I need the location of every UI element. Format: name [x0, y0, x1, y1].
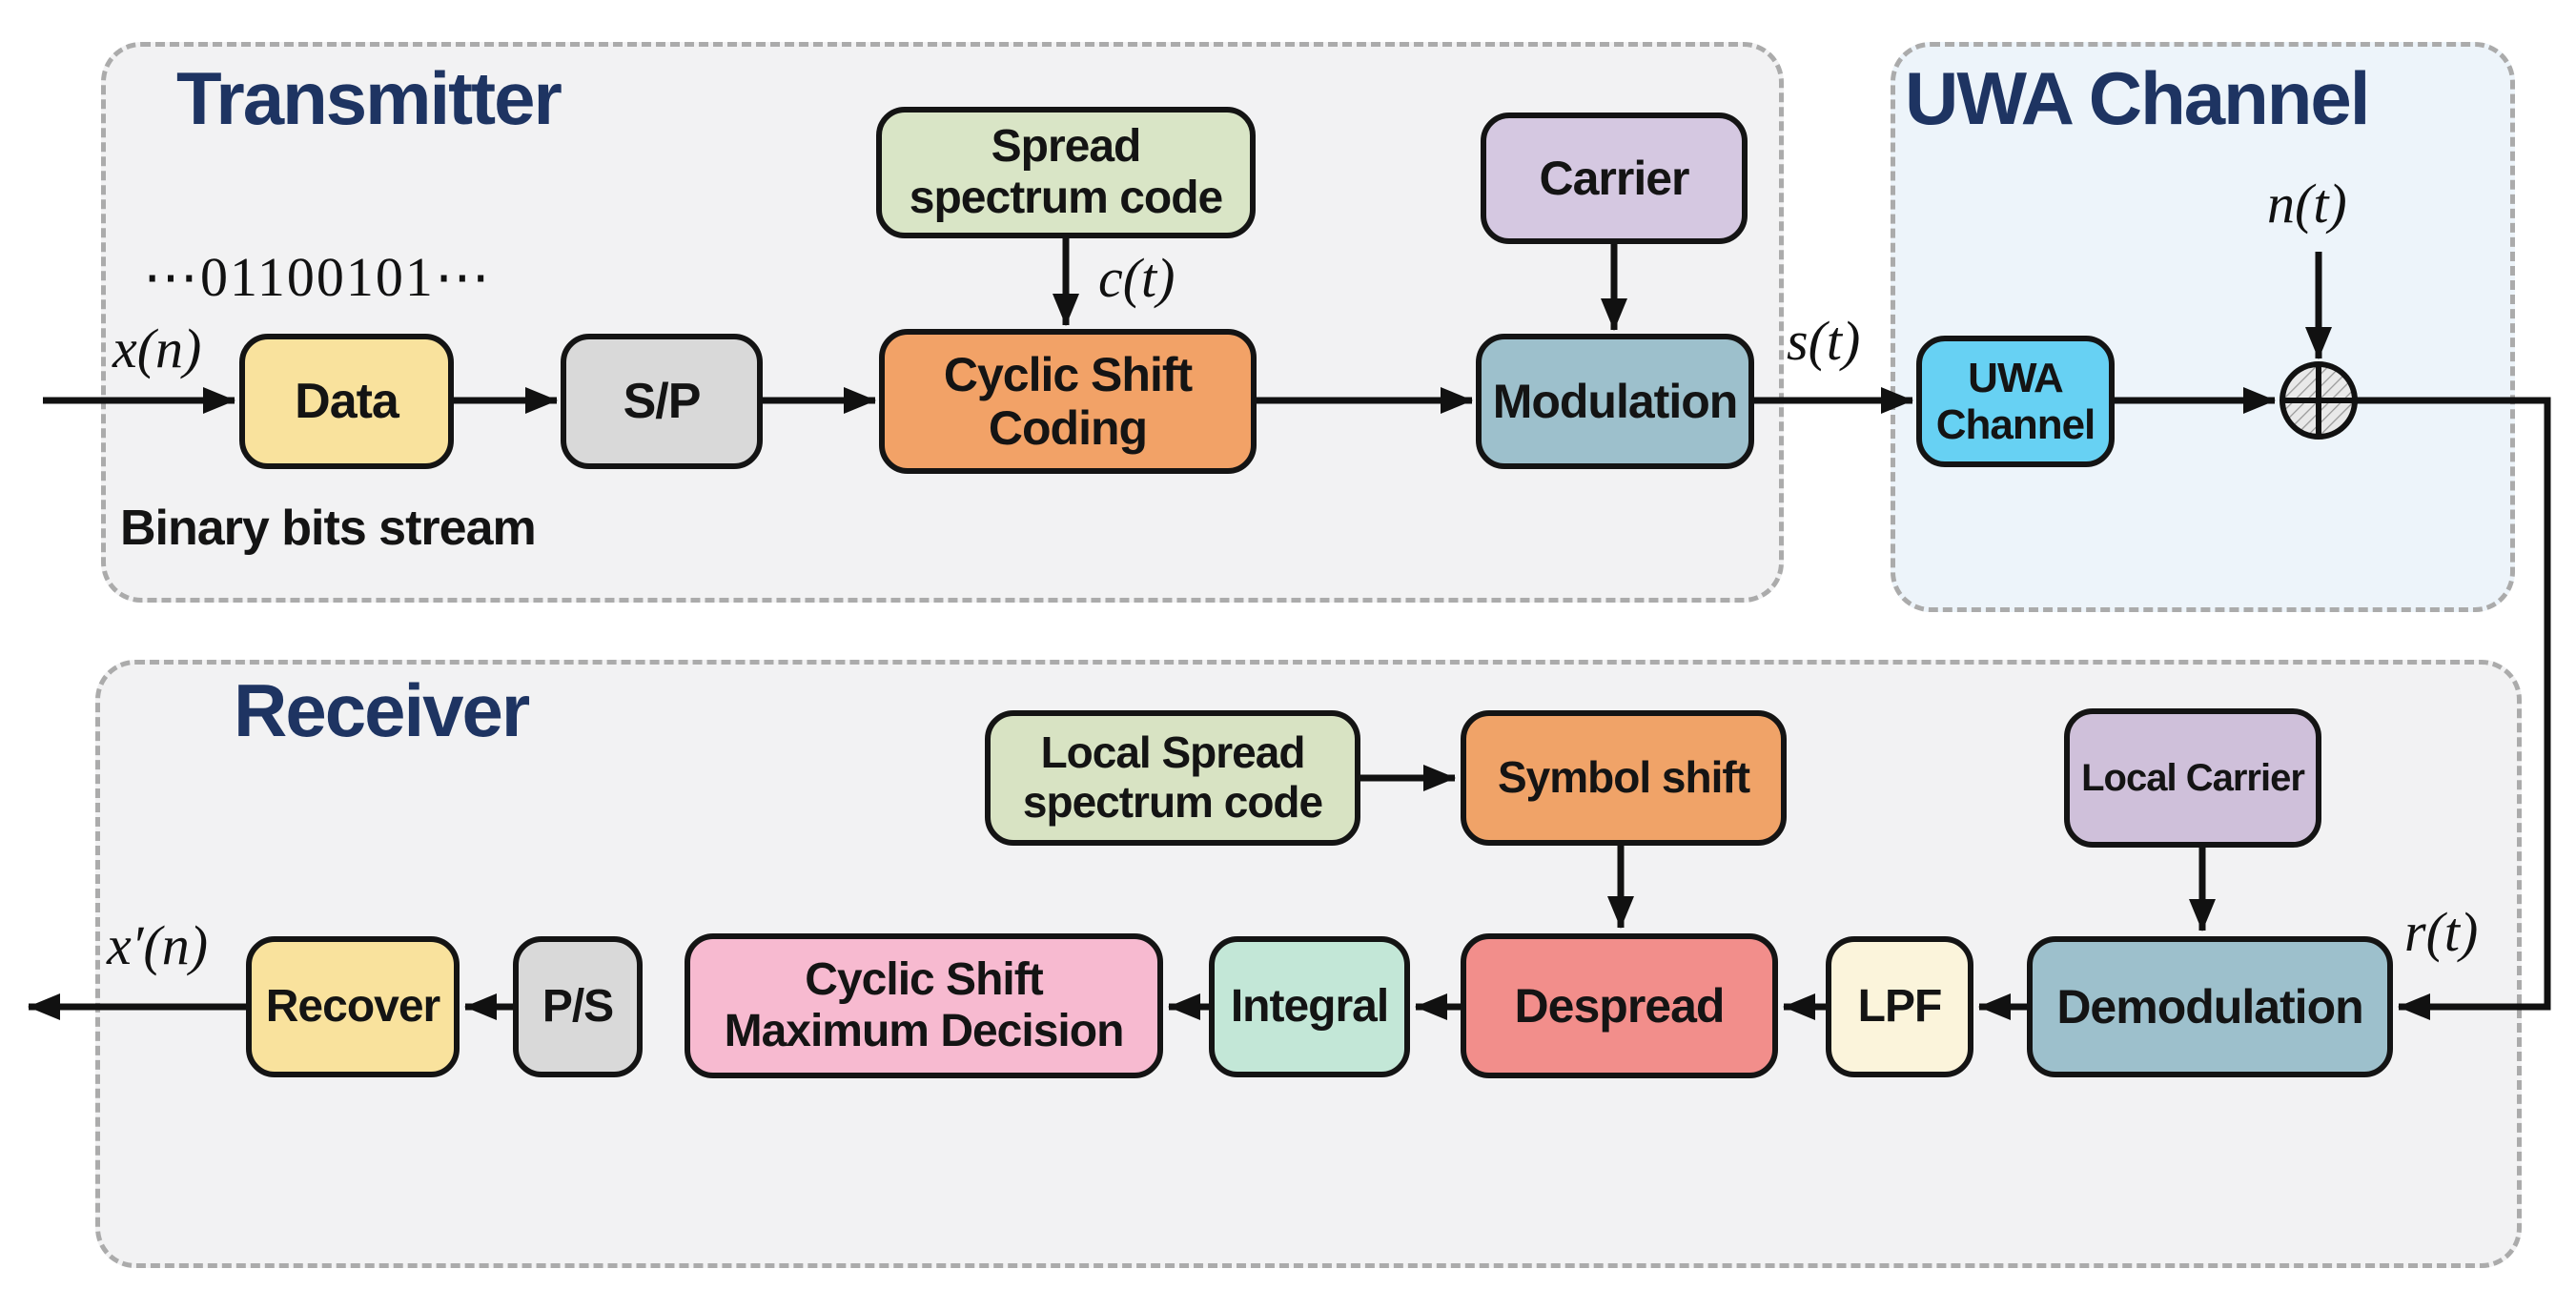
carrier-block: Carrier	[1481, 113, 1748, 244]
sent-signal-label: s(t)	[1787, 310, 1861, 372]
code-signal-label: c(t)	[1098, 247, 1176, 309]
binary-bits-stream-caption: Binary bits stream	[120, 501, 537, 556]
cyclic-shift-coding-block: Cyclic Shift Coding	[879, 329, 1257, 474]
parallel-to-serial-block: P/S	[513, 936, 643, 1077]
connector-adder-to-demodulation	[2355, 397, 2551, 1020]
demodulation-block: Demodulation	[2027, 936, 2393, 1077]
lpf-block: LPF	[1826, 936, 1973, 1077]
binary-stream-text: ⋯01100101⋯	[143, 246, 492, 308]
serial-to-parallel-block: S/P	[561, 334, 763, 469]
integral-block: Integral	[1209, 936, 1410, 1077]
output-signal-label: x′(n)	[107, 914, 209, 976]
uwa-channel-title: UWA Channel	[1905, 56, 2370, 140]
symbol-shift-block: Symbol shift	[1461, 710, 1787, 846]
receiver-title: Receiver	[234, 668, 530, 752]
local-spread-spectrum-code-block: Local Spread spectrum code	[985, 710, 1360, 846]
recover-block: Recover	[246, 936, 460, 1077]
cyclic-shift-maximum-decision-block: Cyclic Shift Maximum Decision	[685, 933, 1163, 1078]
local-carrier-block: Local Carrier	[2064, 708, 2321, 848]
spread-spectrum-code-block: Spread spectrum code	[876, 107, 1256, 238]
despread-block: Despread	[1461, 933, 1778, 1078]
transmitter-title: Transmitter	[176, 56, 562, 140]
received-signal-label: r(t)	[2404, 901, 2479, 963]
uwa-channel-block: UWA Channel	[1916, 336, 2115, 467]
modulation-block: Modulation	[1476, 334, 1754, 469]
uwa-channel-panel	[1891, 42, 2515, 612]
noise-adder-icon	[2280, 361, 2358, 440]
noise-signal-label: n(t)	[2267, 173, 2347, 235]
data-block: Data	[239, 334, 454, 469]
input-signal-label: x(n)	[112, 317, 202, 379]
